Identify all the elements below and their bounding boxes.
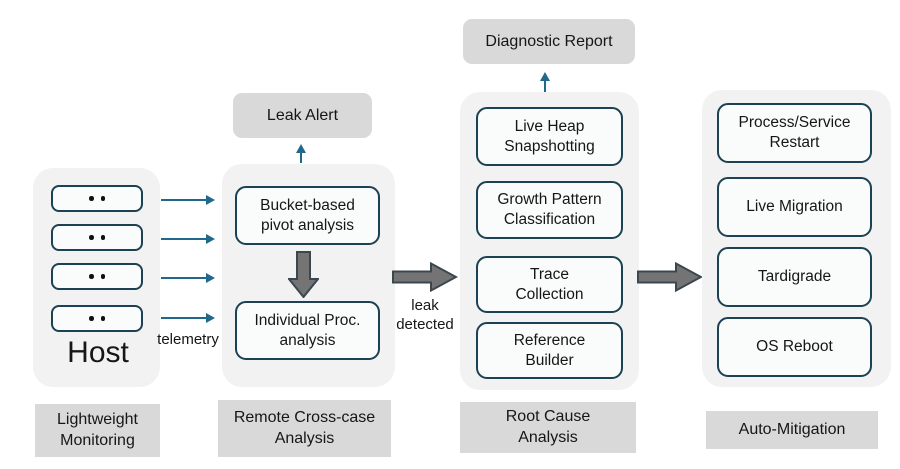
node-individual-proc-analysis: Individual Proc. analysis	[235, 301, 380, 360]
diagnostic-report-arrow	[539, 72, 550, 92]
leak-alert-arrow	[295, 144, 306, 163]
stage-label-remote-cross-case: Remote Cross-case Analysis	[218, 400, 391, 457]
telemetry-arrow-3	[161, 272, 215, 283]
server-leds-icon	[89, 316, 105, 321]
server-leds-icon	[89, 274, 105, 279]
host-server-box	[51, 224, 143, 251]
node-live-migration: Live Migration	[717, 177, 872, 237]
server-leds-icon	[89, 196, 105, 201]
node-os-reboot: OS Reboot	[717, 317, 872, 377]
led-dot	[89, 316, 94, 321]
host-server-box	[51, 263, 143, 290]
down-block-arrow	[288, 251, 319, 298]
telemetry-arrow-4	[161, 312, 215, 323]
led-dot	[89, 274, 94, 279]
telemetry-arrow-2	[161, 233, 215, 244]
node-reference-builder: Reference Builder	[476, 322, 623, 379]
node-tardigrade: Tardigrade	[717, 247, 872, 307]
stage-label-auto-mitigation: Auto-Mitigation	[706, 411, 878, 449]
server-leds-icon	[89, 235, 105, 240]
leak-detected-label: leak detected	[396, 297, 454, 333]
node-trace-collection: Trace Collection	[476, 256, 623, 313]
stage-label-root-cause: Root Cause Analysis	[460, 402, 636, 453]
telemetry-label: telemetry	[157, 331, 219, 348]
stage-label-lightweight-monitoring: Lightweight Monitoring	[35, 404, 160, 457]
led-dot	[100, 235, 105, 240]
mitigation-block-arrow	[637, 262, 703, 292]
node-bucket-pivot-analysis: Bucket-based pivot analysis	[235, 186, 380, 245]
telemetry-arrow-1	[161, 194, 215, 205]
led-dot	[89, 235, 94, 240]
host-server-box	[51, 185, 143, 212]
node-live-heap-snapshotting: Live Heap Snapshotting	[476, 107, 623, 166]
led-dot	[100, 274, 105, 279]
led-dot	[100, 316, 105, 321]
leak-detected-block-arrow	[392, 262, 458, 292]
node-growth-pattern-classification: Growth Pattern Classification	[476, 181, 623, 239]
led-dot	[89, 196, 94, 201]
host-server-box	[51, 305, 143, 332]
host-title: Host	[67, 336, 129, 369]
leak-alert-box: Leak Alert	[233, 93, 372, 138]
led-dot	[100, 196, 105, 201]
node-process-service-restart: Process/Service Restart	[717, 103, 872, 163]
diagnostic-report-box: Diagnostic Report	[463, 19, 635, 64]
